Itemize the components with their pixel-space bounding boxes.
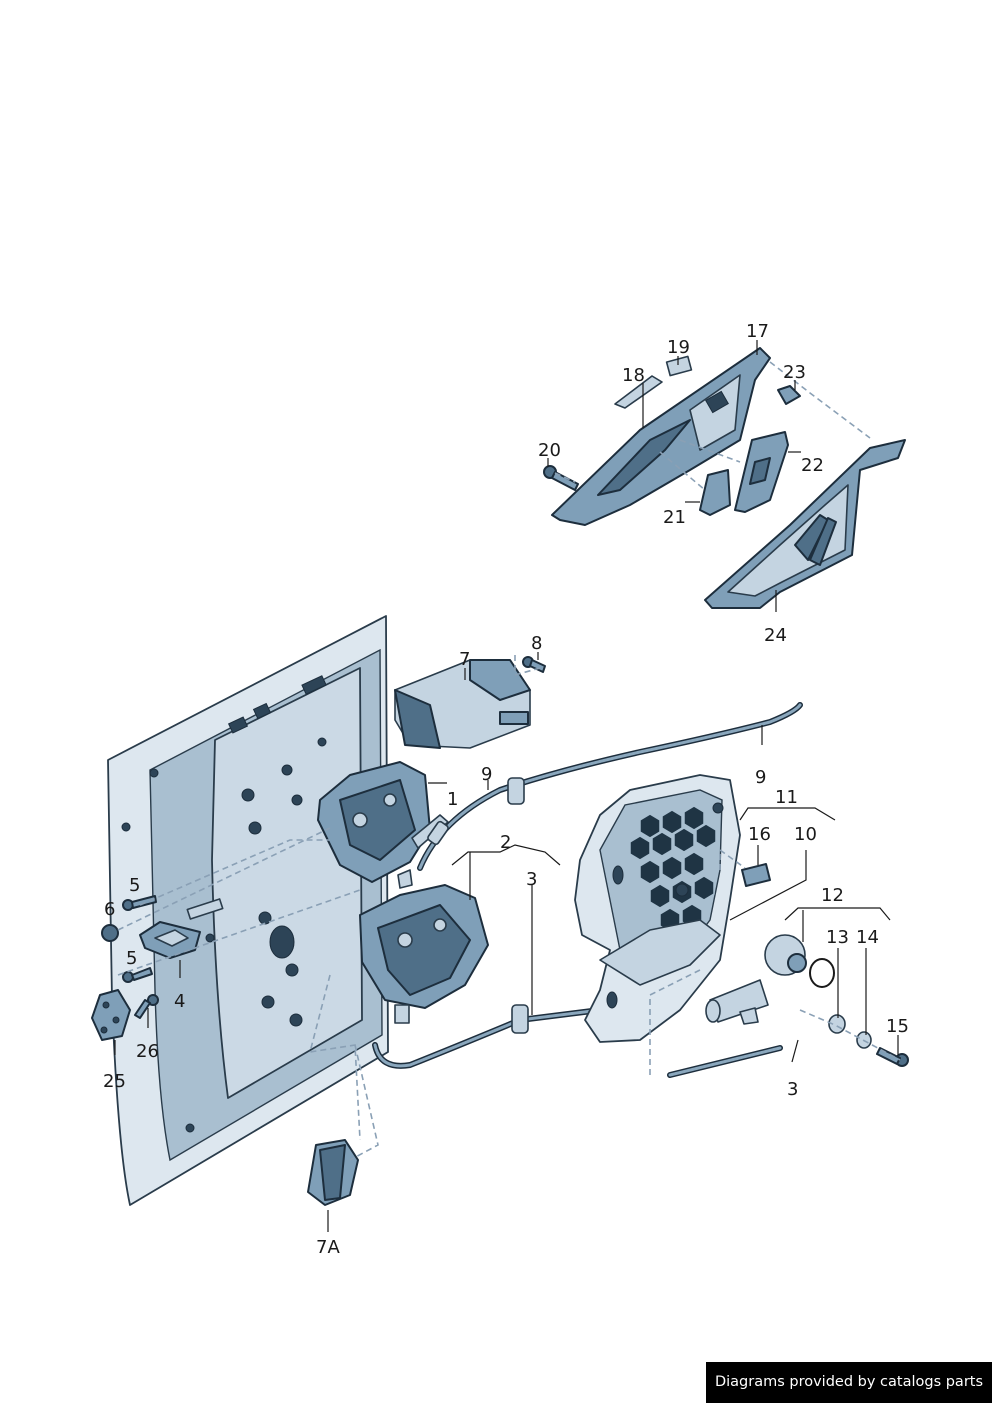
screw-8: [522, 656, 546, 673]
assembly-lines: [117, 361, 901, 1161]
clip-23: [777, 385, 801, 405]
label-6: 6: [104, 899, 115, 920]
label-21: 21: [663, 507, 686, 528]
cable-9: [417, 702, 803, 871]
label-12: 12: [821, 885, 844, 906]
bolt-15: [876, 1047, 909, 1067]
label-15: 15: [886, 1016, 909, 1037]
label-5-lower: 5: [126, 948, 137, 969]
cap-6: [101, 924, 119, 942]
switch-22: [734, 431, 789, 513]
label-1: 1: [447, 789, 458, 810]
label-18: 18: [622, 365, 645, 386]
label-8: 8: [531, 633, 542, 654]
bolt-5-upper: [122, 895, 157, 911]
label-10: 10: [794, 824, 817, 845]
label-14: 14: [856, 927, 879, 948]
switch-21: [699, 469, 731, 516]
part-labels: 1 2 3 3 4 5 5 6 7 7A 8 9 9 10 11 12 13 1…: [103, 321, 909, 1258]
clip-19: [665, 355, 693, 377]
cable-clip-7a: [307, 1139, 359, 1206]
label-20: 20: [538, 440, 561, 461]
window-regulator-carrier-10: [574, 774, 741, 1043]
credit-banner: Diagrams provided by catalogs parts: [706, 1362, 992, 1403]
regulator-motor-12: [705, 934, 807, 1025]
label-3-upper: 3: [526, 869, 537, 890]
bolt-20: [543, 465, 579, 491]
screw-26: [134, 994, 159, 1019]
label-5-upper: 5: [129, 875, 140, 896]
cap-18: [614, 375, 663, 409]
label-16: 16: [748, 824, 771, 845]
label-3-lower: 3: [787, 1079, 798, 1100]
striker-4: [139, 921, 201, 959]
door-lock-1: [317, 761, 449, 889]
label-4: 4: [174, 991, 185, 1012]
label-17: 17: [746, 321, 769, 342]
seal-ring: [809, 958, 835, 988]
label-23: 23: [783, 362, 806, 383]
door-inner-panel: [107, 615, 389, 1206]
label-11: 11: [775, 787, 798, 808]
trim-cover-24: [704, 439, 906, 609]
label-26: 26: [136, 1041, 159, 1062]
label-7: 7: [459, 649, 470, 670]
door-lock-2: [359, 884, 489, 1024]
leader-lines: [114, 340, 899, 1232]
label-7a: 7A: [316, 1237, 340, 1258]
label-2: 2: [500, 832, 511, 853]
cable-3: [372, 1004, 783, 1078]
door-handle-17: [551, 347, 771, 526]
label-25: 25: [103, 1071, 126, 1092]
pad-16: [741, 863, 771, 887]
label-19: 19: [667, 337, 690, 358]
plate-25: [91, 989, 131, 1041]
label-22: 22: [801, 455, 824, 476]
label-9-left: 9: [481, 764, 492, 785]
housing-7: [394, 659, 531, 749]
label-9-right: 9: [755, 767, 766, 788]
label-13: 13: [826, 927, 849, 948]
label-24: 24: [764, 625, 787, 646]
